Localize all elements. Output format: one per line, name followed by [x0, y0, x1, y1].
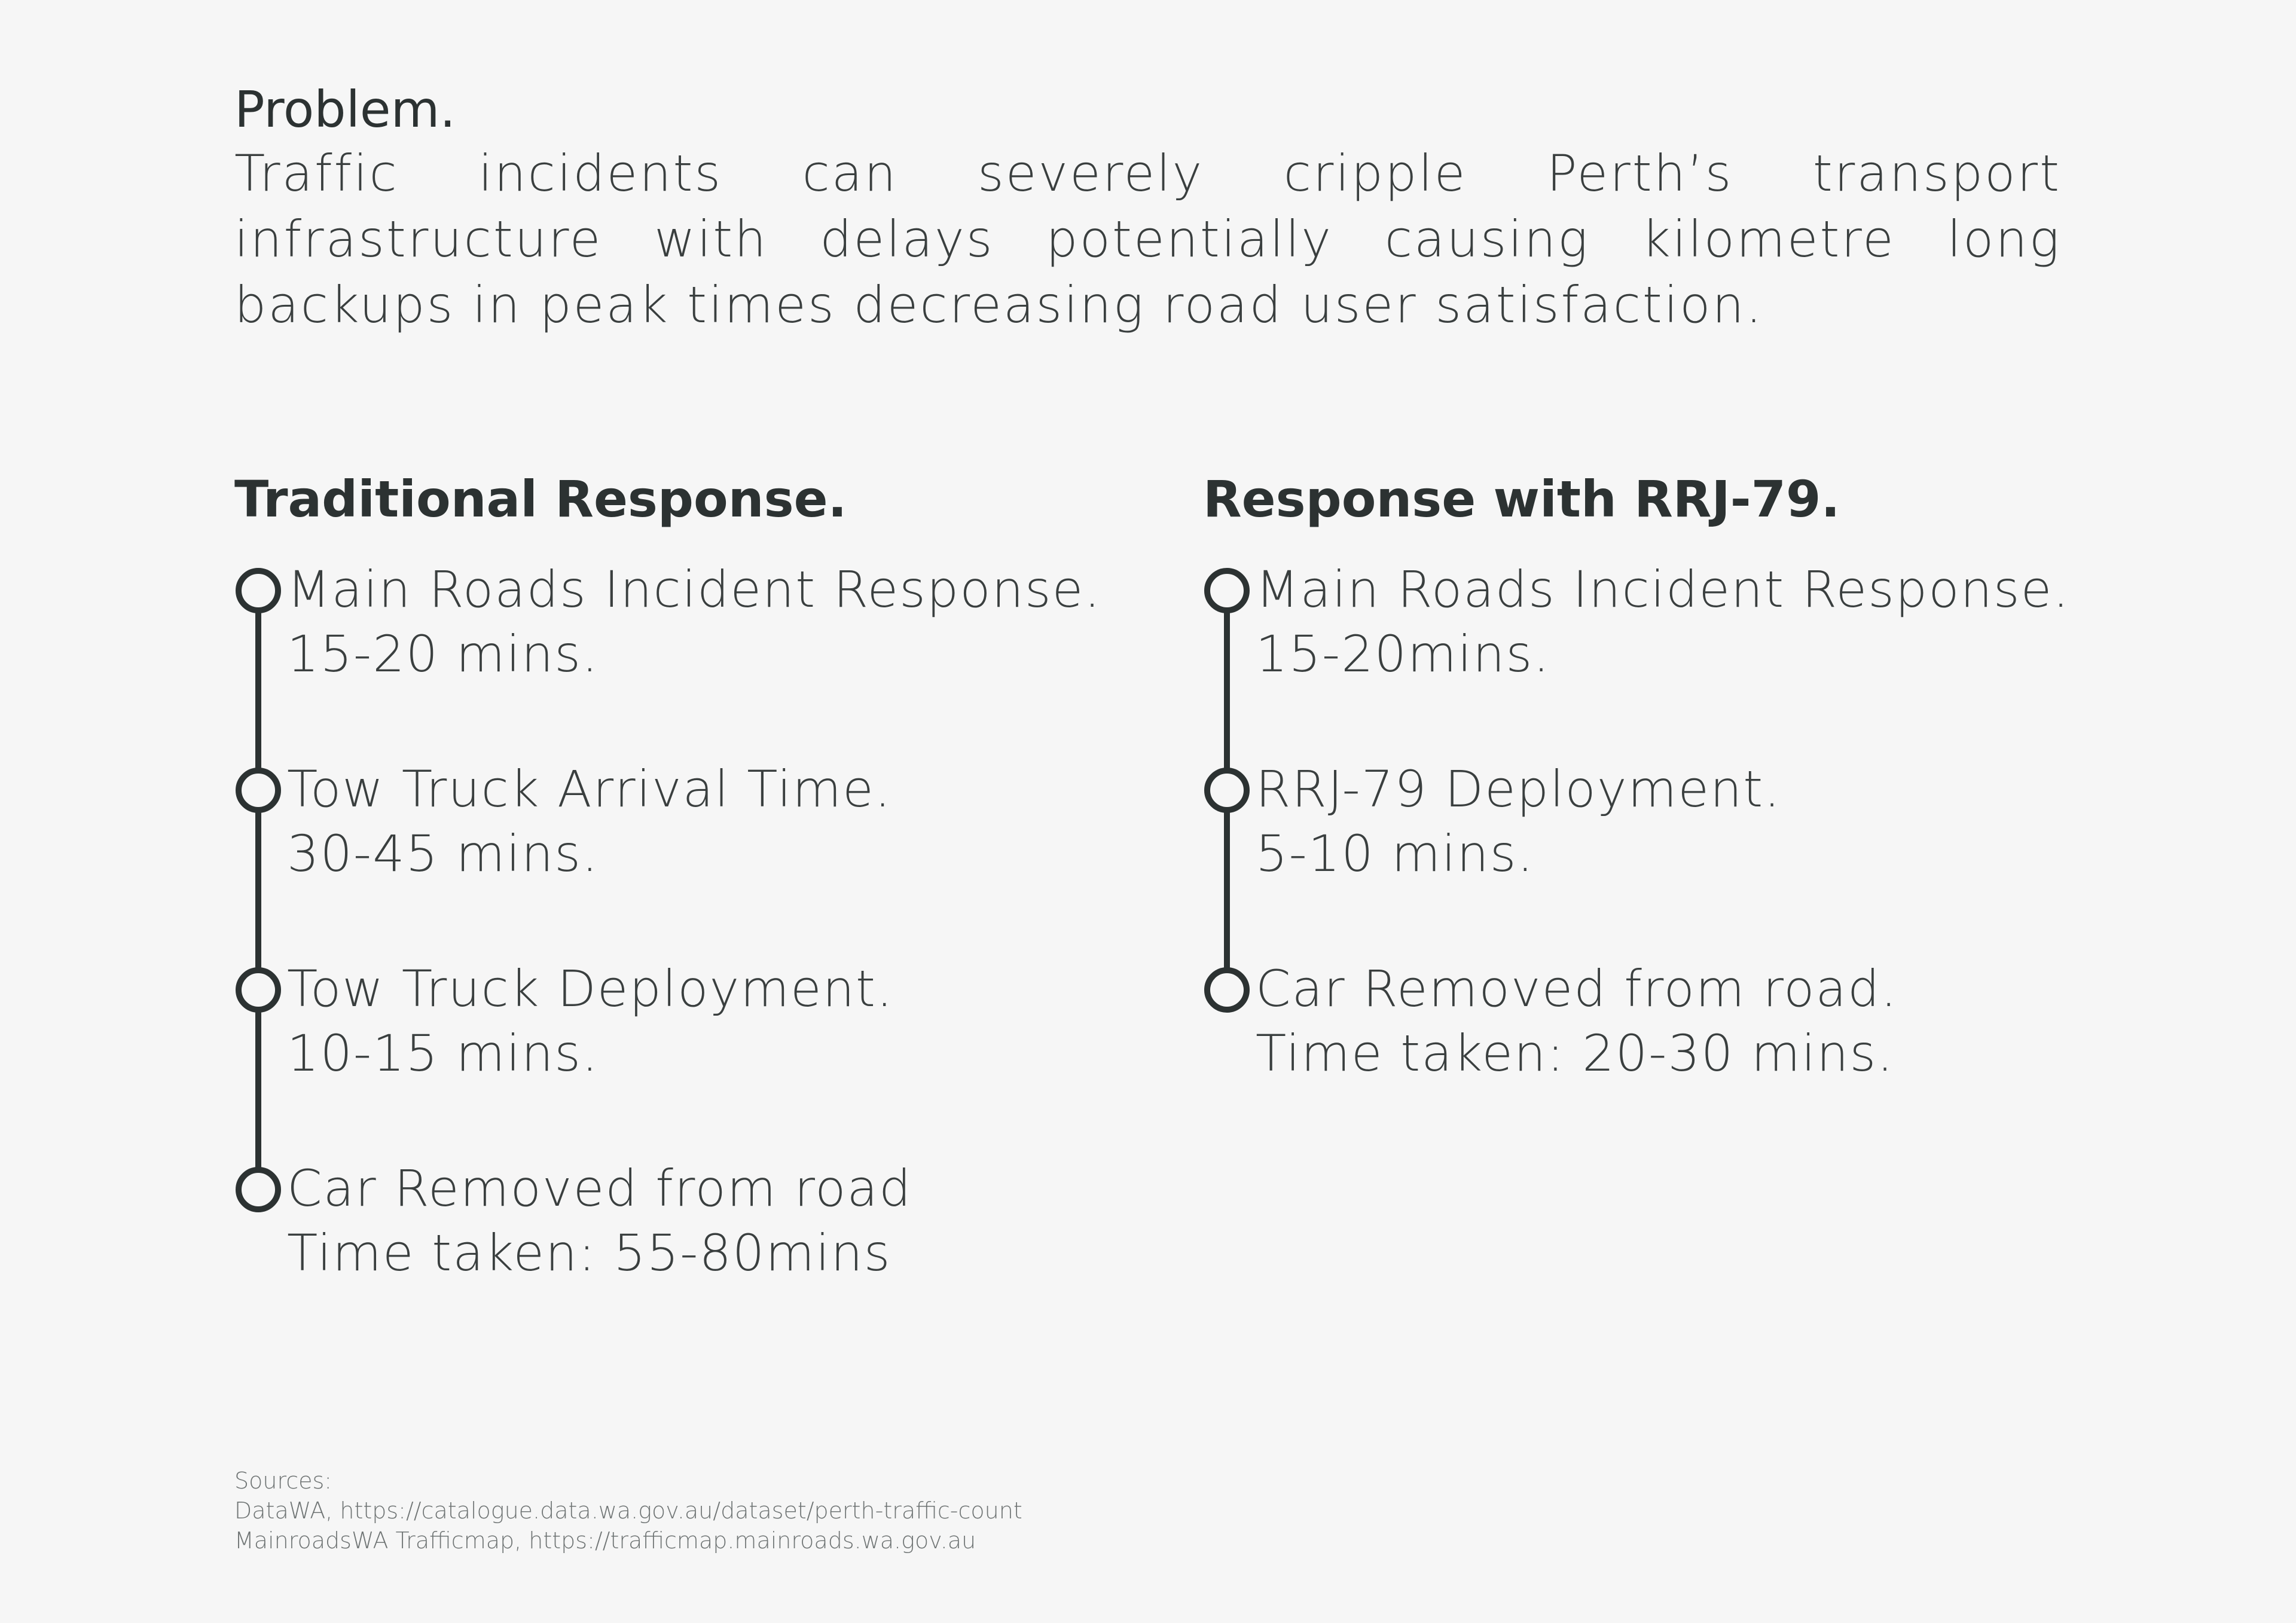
step-label: Main Roads Incident Response. — [287, 560, 1102, 619]
timeline-step: Tow Truck Arrival Time. 30-45 mins. — [234, 759, 1191, 903]
step-label: Car Removed from road — [287, 1159, 912, 1218]
step-label: Car Removed from road. — [1256, 959, 1898, 1018]
timeline-node-icon — [1204, 768, 1250, 813]
timeline-step: Main Roads Incident Response. 15-20mins. — [1203, 560, 2160, 703]
step-time: 5-10 mins. — [1256, 824, 1535, 883]
timeline-step: RRJ-79 Deployment. 5-10 mins. — [1203, 759, 2160, 903]
timeline-node-icon — [236, 1167, 281, 1212]
step-label: Tow Truck Deployment. — [287, 959, 894, 1018]
timeline-step: Car Removed from road. Time taken: 20-30… — [1203, 959, 2160, 1102]
step-time: 15-20mins. — [1256, 625, 1550, 683]
timeline-node-icon — [236, 967, 281, 1013]
step-label: Main Roads Incident Response. — [1256, 560, 2071, 619]
timeline-step: Car Removed from road Time taken: 55-80m… — [234, 1159, 1191, 1302]
traditional-response-title: Traditional Response. — [234, 470, 847, 528]
timeline-node-icon — [1204, 967, 1250, 1013]
step-time: Time taken: 55-80mins — [287, 1224, 891, 1282]
timeline-step: Tow Truck Deployment. 10-15 mins. — [234, 959, 1191, 1102]
timeline-step: Main Roads Incident Response. 15-20 mins… — [234, 560, 1191, 703]
step-time: 15-20 mins. — [287, 625, 599, 683]
problem-title: Problem. — [234, 80, 456, 139]
problem-description: Traffic incidents can severely cripple P… — [234, 144, 2061, 334]
timeline-connector-line — [255, 583, 261, 1181]
timeline-node-icon — [236, 568, 281, 613]
step-time: 30-45 mins. — [287, 824, 599, 883]
rrj-response-title: Response with RRJ-79. — [1203, 470, 1840, 528]
step-time: 10-15 mins. — [287, 1024, 599, 1083]
timeline-node-icon — [236, 768, 281, 813]
sources-heading: Sources: — [234, 1468, 332, 1494]
source-line: DataWA, https://catalogue.data.wa.gov.au… — [234, 1497, 1022, 1524]
source-line: MainroadsWA Trafficmap, https://trafficm… — [234, 1527, 976, 1554]
step-time: Time taken: 20-30 mins. — [1256, 1024, 1894, 1083]
step-label: RRJ-79 Deployment. — [1256, 760, 1781, 818]
timeline-node-icon — [1204, 568, 1250, 613]
step-label: Tow Truck Arrival Time. — [287, 760, 892, 818]
sources-block: Sources: DataWA, https://catalogue.data.… — [234, 1466, 1022, 1555]
